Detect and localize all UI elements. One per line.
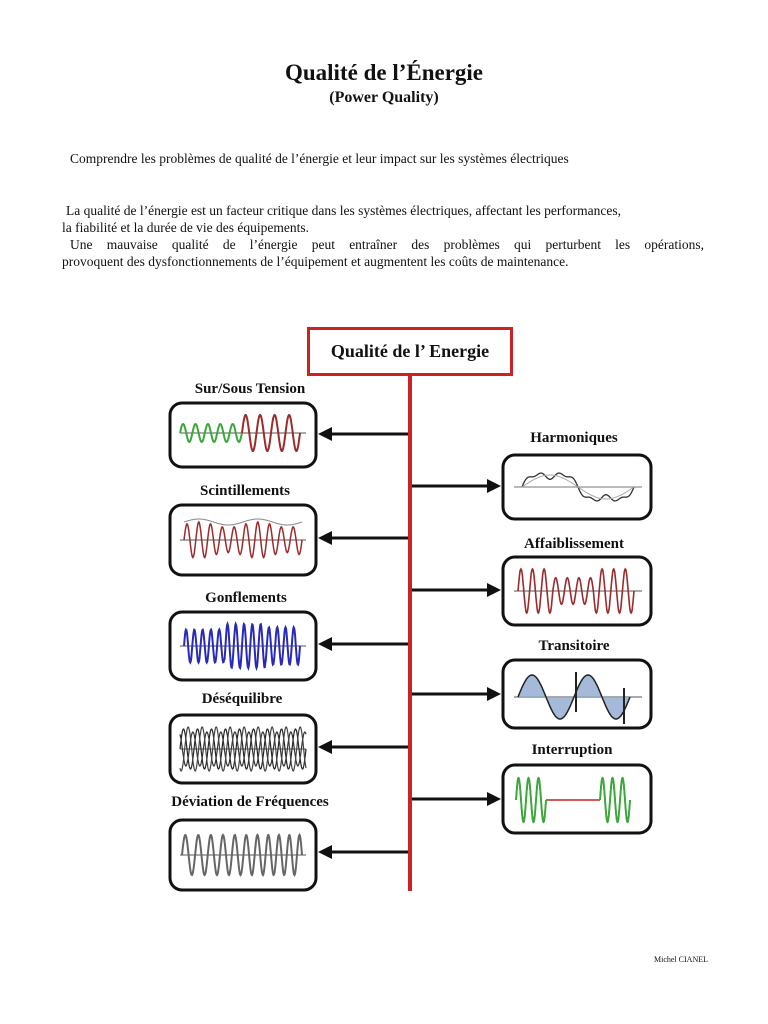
document-title: Qualité de l’Énergie bbox=[284, 60, 484, 85]
arrow-head bbox=[318, 531, 332, 545]
label-deviation-frequences: Déviation de Fréquences bbox=[171, 794, 329, 810]
waveform-harmonics bbox=[521, 472, 635, 502]
box-transitoire bbox=[501, 658, 653, 730]
author-footer: Michel CIANEL bbox=[654, 955, 708, 964]
waveform-phase-a bbox=[179, 728, 307, 770]
waveform-undervoltage bbox=[179, 422, 243, 444]
arrow-head bbox=[487, 583, 501, 597]
label-affaiblissement: Affaiblissement bbox=[524, 536, 624, 552]
waveform-after-interruption bbox=[599, 776, 631, 824]
intro-text: Comprendre les problèmes de qualité de l… bbox=[70, 151, 569, 166]
label-scintillements: Scintillements bbox=[200, 483, 290, 499]
waveform-sag bbox=[517, 567, 635, 615]
arrow-head bbox=[318, 427, 332, 441]
paragraph-1-line-2: la fiabilité et la durée de vie des équi… bbox=[62, 220, 310, 235]
arrow-head bbox=[318, 845, 332, 859]
waveform-transient bbox=[517, 674, 631, 720]
waveform-swell bbox=[183, 620, 301, 672]
paragraph-1-line-1: La qualité de l’énergie est un facteur c… bbox=[66, 203, 622, 218]
box-deviation-frequences bbox=[168, 818, 318, 892]
waveform-envelope bbox=[183, 518, 303, 526]
arrow-head bbox=[487, 792, 501, 806]
arrow-head bbox=[487, 687, 501, 701]
waveform-before-interruption bbox=[515, 776, 547, 824]
label-harmoniques: Harmoniques bbox=[530, 430, 618, 446]
diagram-trunk bbox=[408, 376, 412, 891]
waveform-transient-fill bbox=[518, 675, 630, 719]
label-sur-sous-tension: Sur/Sous Tension bbox=[194, 381, 306, 397]
arrow-head bbox=[318, 740, 332, 754]
arrow-head bbox=[487, 479, 501, 493]
box-scintillements bbox=[168, 503, 318, 577]
label-transitoire: Transitoire bbox=[538, 638, 610, 654]
paragraph-1: La qualité de l’énergie est un facteur c… bbox=[62, 202, 704, 236]
waveform-flicker bbox=[183, 520, 303, 559]
box-desequilibre bbox=[168, 713, 318, 785]
waveform-overvoltage bbox=[241, 413, 301, 453]
paragraph-2-line-2: provoquent des dysfonctionnements de l’é… bbox=[62, 254, 569, 269]
arrow-head bbox=[318, 637, 332, 651]
document-subtitle: (Power Quality) bbox=[329, 89, 439, 106]
waveform-fundamental bbox=[521, 474, 635, 500]
paragraph-2-line-1: Une mauvaise qualité de l’énergie peut e… bbox=[70, 237, 704, 252]
waveform-phase-c bbox=[179, 726, 307, 772]
box-gonflements bbox=[168, 610, 318, 682]
box-interruption bbox=[501, 763, 653, 835]
diagram-root-box: Qualité de l’ Energie bbox=[307, 327, 513, 376]
paragraph-2: Une mauvaise qualité de l’énergie peut e… bbox=[62, 236, 704, 270]
diagram-root-label: Qualité de l’ Energie bbox=[330, 341, 490, 361]
waveform-frequency-deviation bbox=[181, 832, 303, 878]
box-harmoniques bbox=[501, 453, 653, 521]
box-affaiblissement bbox=[501, 555, 653, 627]
label-interruption: Interruption bbox=[531, 742, 613, 758]
label-gonflements: Gonflements bbox=[205, 590, 287, 606]
waveform-phase-b bbox=[179, 731, 307, 767]
box-sur-sous-tension bbox=[168, 401, 318, 469]
label-desequilibre: Déséquilibre bbox=[201, 691, 283, 707]
